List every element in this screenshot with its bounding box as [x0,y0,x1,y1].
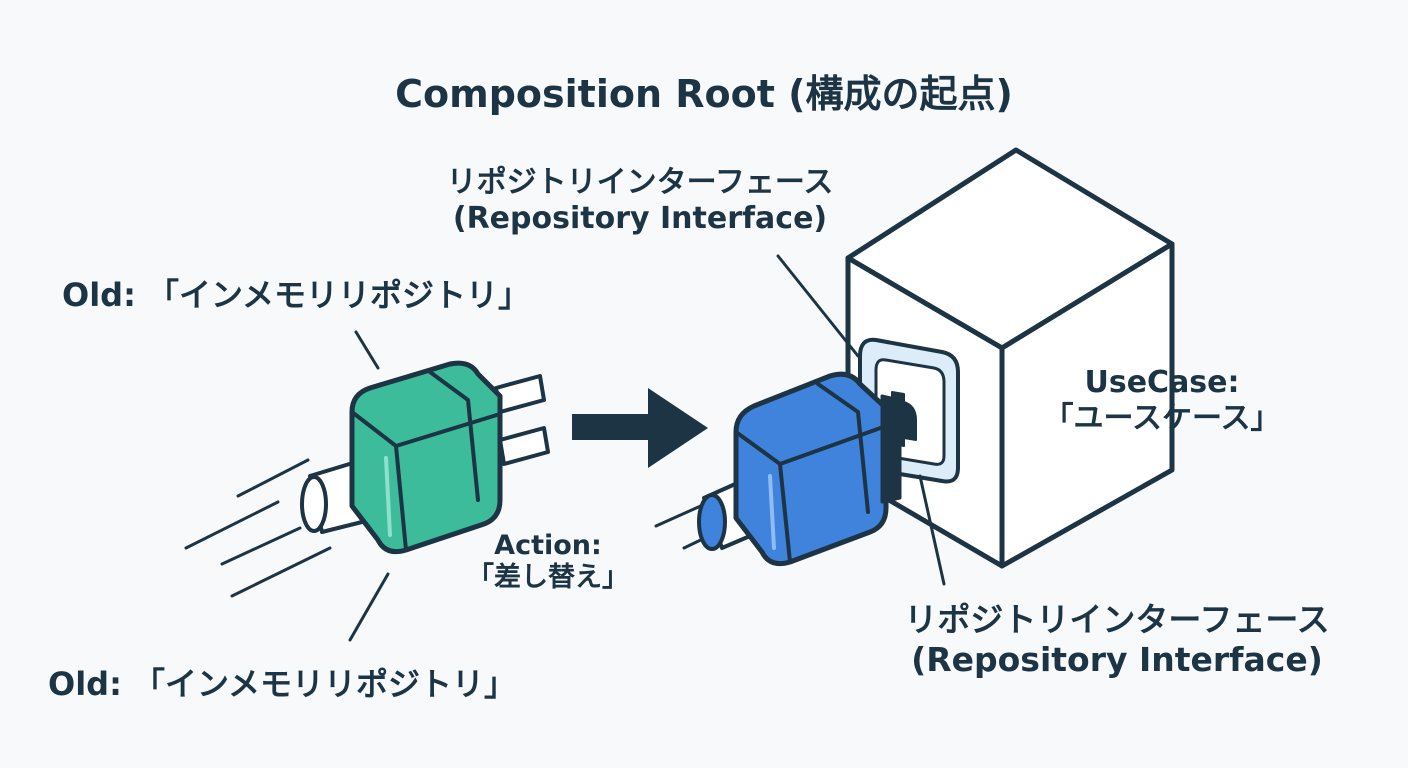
interface-label-top: リポジトリインターフェース (Repository Interface) [400,165,880,237]
interface-label-bottom-en: (Repository Interface) [911,639,1323,679]
motion-lines [184,458,332,598]
leader-interface-top [776,254,860,358]
old-adapter-label-bottom: Old: 「インメモリリポジトリ」 [48,665,517,703]
usecase-label-title: UseCase: [1084,365,1240,400]
leader-interface-bottom [918,474,946,586]
usecase-label: UseCase: 「ユースケース」 [1022,365,1302,437]
old-adapter-label-top: Old: 「インメモリリポジトリ」 [62,276,531,314]
arrow-right-icon [572,388,708,468]
interface-label-top-jp: リポジトリインターフェース [446,165,834,200]
leader-lines [348,254,946,642]
leader-old-bottom [348,572,390,642]
action-label-value: 「差し替え」 [467,562,629,594]
leader-old-top [354,330,380,370]
usecase-label-value: 「ユースケース」 [1043,401,1281,436]
new-plug-icon [654,371,902,567]
action-label: Action: 「差し替え」 [448,530,648,595]
interface-label-top-en: (Repository Interface) [452,201,828,236]
interface-label-bottom: リポジトリインターフェース (Repository Interface) [862,600,1372,679]
diagram-title: Composition Root (構成の起点) [395,72,1013,116]
action-label-title: Action: [494,530,602,561]
old-plug-icon [184,360,550,598]
interface-label-bottom-jp: リポジトリインターフェース [904,600,1330,639]
